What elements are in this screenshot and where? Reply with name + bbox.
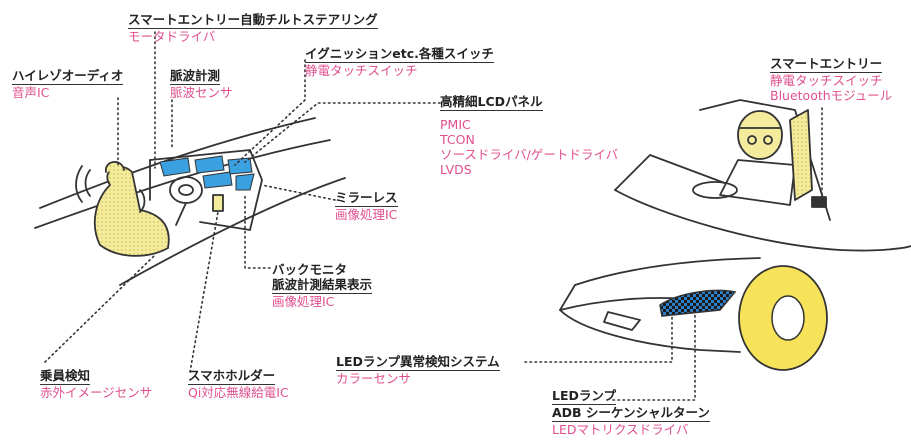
ledlamp-title2: ADB シーケンシャルターン (552, 405, 710, 422)
pulse-title: 脈波計測 (170, 68, 221, 85)
lcd-sub-lvds: LVDS (440, 162, 472, 177)
holder-title: スマホホルダー (188, 368, 276, 385)
switch-callout: イグニッションetc.各種スイッチ 静電タッチスイッチ (305, 46, 494, 78)
lcd-sub-pmic: PMIC (440, 117, 471, 132)
lcd-sub-driver: ソースドライバ/ゲートドライバ (440, 147, 619, 162)
lampfault-callout: LEDランプ異常検知システム カラーセンサ (336, 354, 500, 386)
wheel (738, 265, 828, 371)
exterior-illustration (559, 99, 911, 353)
backmonitor-title1: バックモニタ (272, 262, 348, 277)
lcd-title: 高精細LCDパネル (440, 94, 543, 111)
backmonitor-sub: 画像処理IC (272, 294, 335, 309)
occupant-callout: 乗員検知 赤外イメージセンサ (40, 368, 152, 400)
lampfault-title: LEDランプ異常検知システム (336, 354, 500, 371)
audio-sub: 音声IC (12, 85, 50, 100)
interior-illustration (34, 117, 346, 286)
smartentry-callout: スマートエントリー 静電タッチスイッチ Bluetoothモジュール (770, 56, 892, 103)
led-lamp (659, 289, 737, 317)
ledlamp-sub: LEDマトリクスドライバ (552, 422, 689, 437)
smartentry-sub2: Bluetoothモジュール (770, 88, 893, 103)
mirror-sub: 画像処理IC (335, 207, 398, 222)
steering-sub: モータドライバ (128, 29, 216, 44)
steering-callout: スマートエントリー自動チルトステアリング モータドライバ (128, 12, 378, 44)
lampfault-sub: カラーセンサ (336, 371, 412, 386)
backmonitor-callout: バックモニタ 脈波計測結果表示 画像処理IC (272, 262, 373, 309)
audio-title: ハイレゾオーディオ (12, 68, 124, 85)
lcd-callout: 高精細LCDパネル PMIC TCON ソースドライバ/ゲートドライバ LVDS (440, 94, 618, 177)
switch-sub: 静電タッチスイッチ (305, 63, 418, 78)
mirror-callout: ミラーレス 画像処理IC (335, 190, 398, 222)
ledlamp-callout: LEDランプ ADB シーケンシャルターン LEDマトリクスドライバ (552, 388, 710, 437)
steering-title: スマートエントリー自動チルトステアリング (128, 12, 378, 29)
holder-callout: スマホホルダー Qi対応無線給電IC (188, 368, 289, 400)
ledlamp-title1: LEDランプ (552, 388, 617, 405)
lcd-sub-tcon: TCON (440, 132, 475, 147)
smartentry-sub1: 静電タッチスイッチ (770, 73, 883, 88)
pulse-sub: 脈波センサ (170, 85, 233, 100)
leader-lines (44, 31, 823, 401)
smartentry-title: スマートエントリー (770, 56, 883, 73)
audio-callout: ハイレゾオーディオ 音声IC (12, 68, 124, 100)
occupant-title: 乗員検知 (40, 368, 91, 385)
pulse-callout: 脈波計測 脈波センサ (170, 68, 233, 100)
occupant-sub: 赤外イメージセンサ (40, 385, 153, 400)
mirror-title: ミラーレス (335, 190, 398, 207)
holder-sub: Qi対応無線給電IC (188, 385, 289, 400)
backmonitor-title2: 脈波計測結果表示 (272, 277, 373, 294)
lcd-panels (159, 155, 255, 191)
switch-title: イグニッションetc.各種スイッチ (305, 46, 494, 63)
